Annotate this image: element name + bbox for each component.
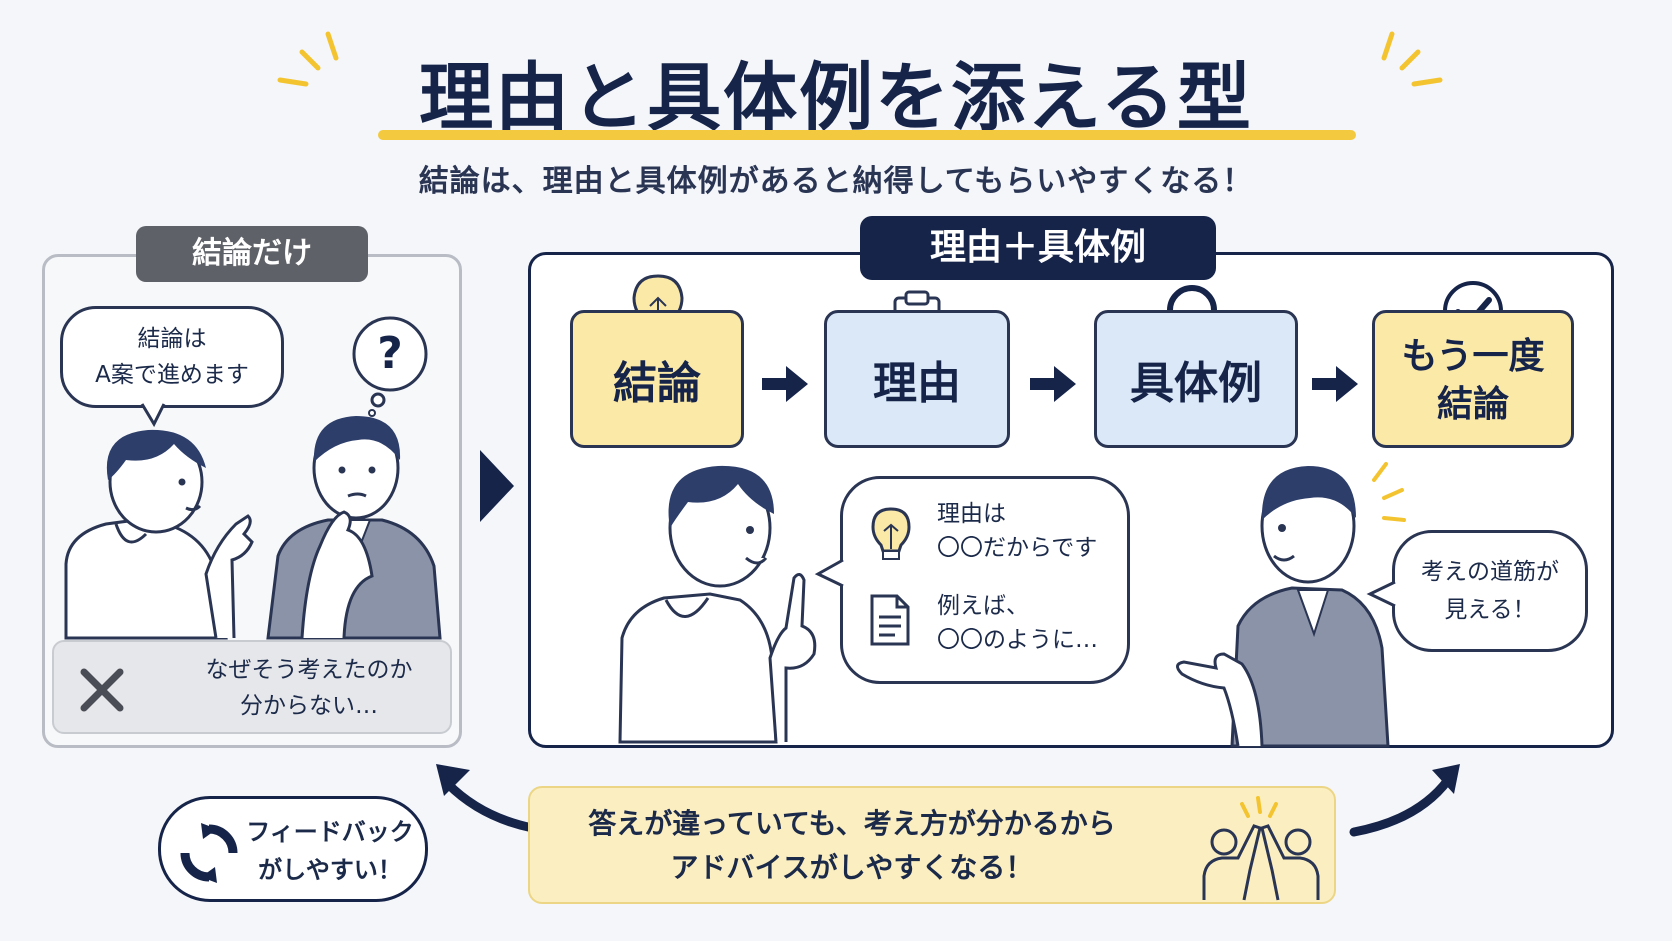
callout-line: なぜそう考えたのか [205,657,413,683]
feedback-text: フィードバック がしやすい！ [245,813,415,889]
confused-listener-illustration [266,416,442,640]
speech-line: A案で進めます [95,362,249,388]
callout-line: 分からない… [240,693,378,719]
conclusion-only-tag: 結論だけ [136,226,368,282]
page-subtitle: 結論は、理由と具体例があると納得してもらいやすくなる！ [418,164,1254,199]
step-conclusion: 結論 [570,310,744,448]
confusion-callout: なぜそう考えたのか 分からない… [52,640,452,734]
high-five-icon [1202,796,1320,901]
curved-arrow-right-icon [1349,764,1460,837]
sparkle-left-icon [277,31,339,87]
speech-line: 〇〇のように… [937,627,1098,653]
transition-arrow-icon [480,450,514,522]
feedback-badge: フィードバック がしやすい！ [158,796,428,902]
benefit-message-box: 答えが違っていても、考え方が分かるから アドバイスがしやすくなる！ [528,786,1336,904]
step-arrow-icon [1030,366,1076,402]
explanation-speech-bubble: 理由は 〇〇だからです 例えば、 〇〇のように… [840,476,1130,684]
step-conclusion-again: もう一度 結論 [1372,310,1574,448]
message-line: 答えが違っていても、考え方が分かるから [588,807,1116,840]
step-label-line: 結論 [1436,384,1509,425]
speech-tail [814,558,844,588]
x-mark-icon [80,668,124,712]
lightbulb-icon [871,507,911,560]
speech-line: 〇〇だからです [937,535,1098,561]
speech-tail [1366,580,1396,608]
feedback-line: がしやすい！ [258,856,402,884]
step-example: 具体例 [1094,310,1298,448]
understanding-listener-illustration [1176,462,1406,748]
sparkle-right-icon [1381,31,1443,87]
insight-speech-bubble: 考えの道筋が 見える！ [1392,530,1588,652]
speech-line: 考えの道筋が [1421,559,1559,585]
speech-tail [140,403,166,428]
reason-example-tag: 理由＋具体例 [860,216,1216,280]
feedback-line: フィードバック [246,818,414,846]
step-arrow-icon [762,366,808,402]
speech-line: 結論は [137,326,207,352]
message-line: アドバイスがしやすくなる！ [670,851,1034,884]
document-icon [870,594,910,646]
speech-line: 例えば、 [937,593,1029,619]
step-label-line: もう一度 [1401,336,1545,377]
question-mark-icon: ? [352,316,428,417]
speech-line: 見える！ [1444,597,1536,623]
step-arrow-icon [1312,366,1358,402]
benefit-message: 答えが違っていても、考え方が分かるから アドバイスがしやすくなる！ [552,802,1152,890]
speaker-person-illustration [64,429,254,640]
example-text: 例えば、 〇〇のように… [937,589,1098,657]
callout-text: なぜそう考えたのか 分からない… [174,652,444,724]
reason-text: 理由は 〇〇だからです [937,497,1097,565]
explaining-speaker-illustration [618,465,817,744]
title-underline [378,130,1356,140]
step-reason: 理由 [824,310,1010,448]
page-title: 理由と具体例を添える型 [419,55,1253,141]
speaker-speech-bubble: 結論は A案で進めます [60,306,284,408]
speech-line: 理由は [937,501,1006,527]
svg-text:?: ? [377,328,403,379]
refresh-cycle-icon [180,823,238,883]
